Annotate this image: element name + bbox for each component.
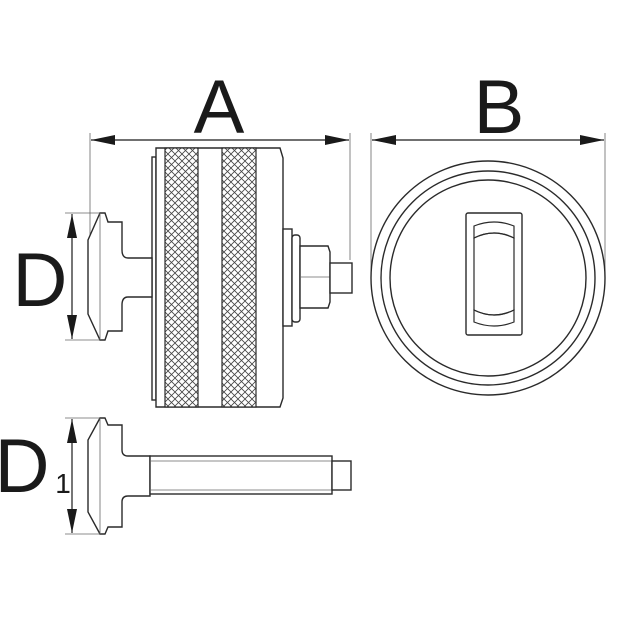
- nut-assembly: [282, 228, 353, 327]
- knurl-band-2: [221, 147, 257, 408]
- knurled-body: [151, 147, 284, 408]
- dimension-d: D: [13, 212, 103, 341]
- dimension-d1-label: D: [0, 424, 49, 509]
- dimension-d1-subscript: 1: [55, 468, 71, 499]
- front-view: [370, 160, 606, 396]
- dimension-a: A: [89, 65, 351, 282]
- dimension-d-label: D: [13, 238, 68, 323]
- handle-side: [87, 212, 153, 341]
- knurl-band-1: [164, 147, 199, 408]
- dimension-a-label: A: [194, 65, 245, 150]
- pin-part: [87, 417, 352, 535]
- dimension-d1: D 1: [0, 417, 103, 535]
- dimension-b: B: [370, 65, 606, 275]
- dimension-b-label: B: [474, 65, 525, 150]
